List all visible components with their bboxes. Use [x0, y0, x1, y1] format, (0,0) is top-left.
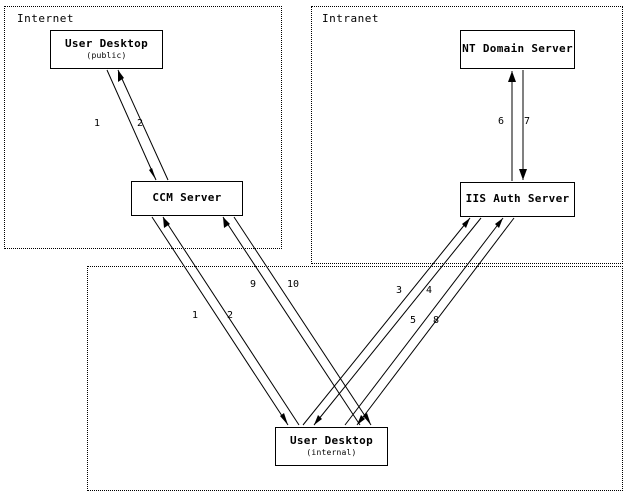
node-nt-domain-server[interactable]: NT Domain Server — [460, 30, 575, 69]
edge-label-8: 8 — [433, 315, 440, 326]
edge-label-5: 5 — [410, 315, 417, 326]
node-title: User Desktop — [64, 37, 149, 51]
edge-label-1-public: 1 — [94, 118, 101, 129]
node-title: CCM Server — [152, 191, 222, 205]
edge-label-9: 9 — [250, 279, 257, 290]
zone-intranet — [311, 6, 623, 264]
node-subtitle: (public) — [86, 51, 127, 61]
edge-label-3: 3 — [396, 285, 403, 296]
zone-intranet-label: Intranet — [322, 12, 379, 25]
edge-label-1-internal: 1 — [192, 310, 199, 321]
node-title: NT Domain Server — [462, 42, 573, 56]
edge-label-4: 4 — [426, 285, 433, 296]
edge-label-7: 7 — [524, 116, 531, 127]
node-user-desktop-public[interactable]: User Desktop (public) — [50, 30, 163, 69]
node-subtitle: (internal) — [306, 448, 357, 458]
node-ccm-server[interactable]: CCM Server — [131, 181, 243, 216]
node-title: User Desktop — [289, 434, 374, 448]
edge-label-2-internal: 2 — [227, 310, 234, 321]
zone-internet — [4, 6, 282, 249]
edge-label-10: 10 — [287, 279, 300, 290]
node-user-desktop-internal[interactable]: User Desktop (internal) — [275, 427, 388, 466]
zone-internal — [87, 266, 623, 491]
node-title: IIS Auth Server — [465, 192, 570, 206]
zone-internet-label: Internet — [17, 12, 74, 25]
edge-label-2-public: 2 — [137, 118, 144, 129]
edge-label-6: 6 — [498, 116, 505, 127]
node-iis-auth-server[interactable]: IIS Auth Server — [460, 182, 575, 217]
